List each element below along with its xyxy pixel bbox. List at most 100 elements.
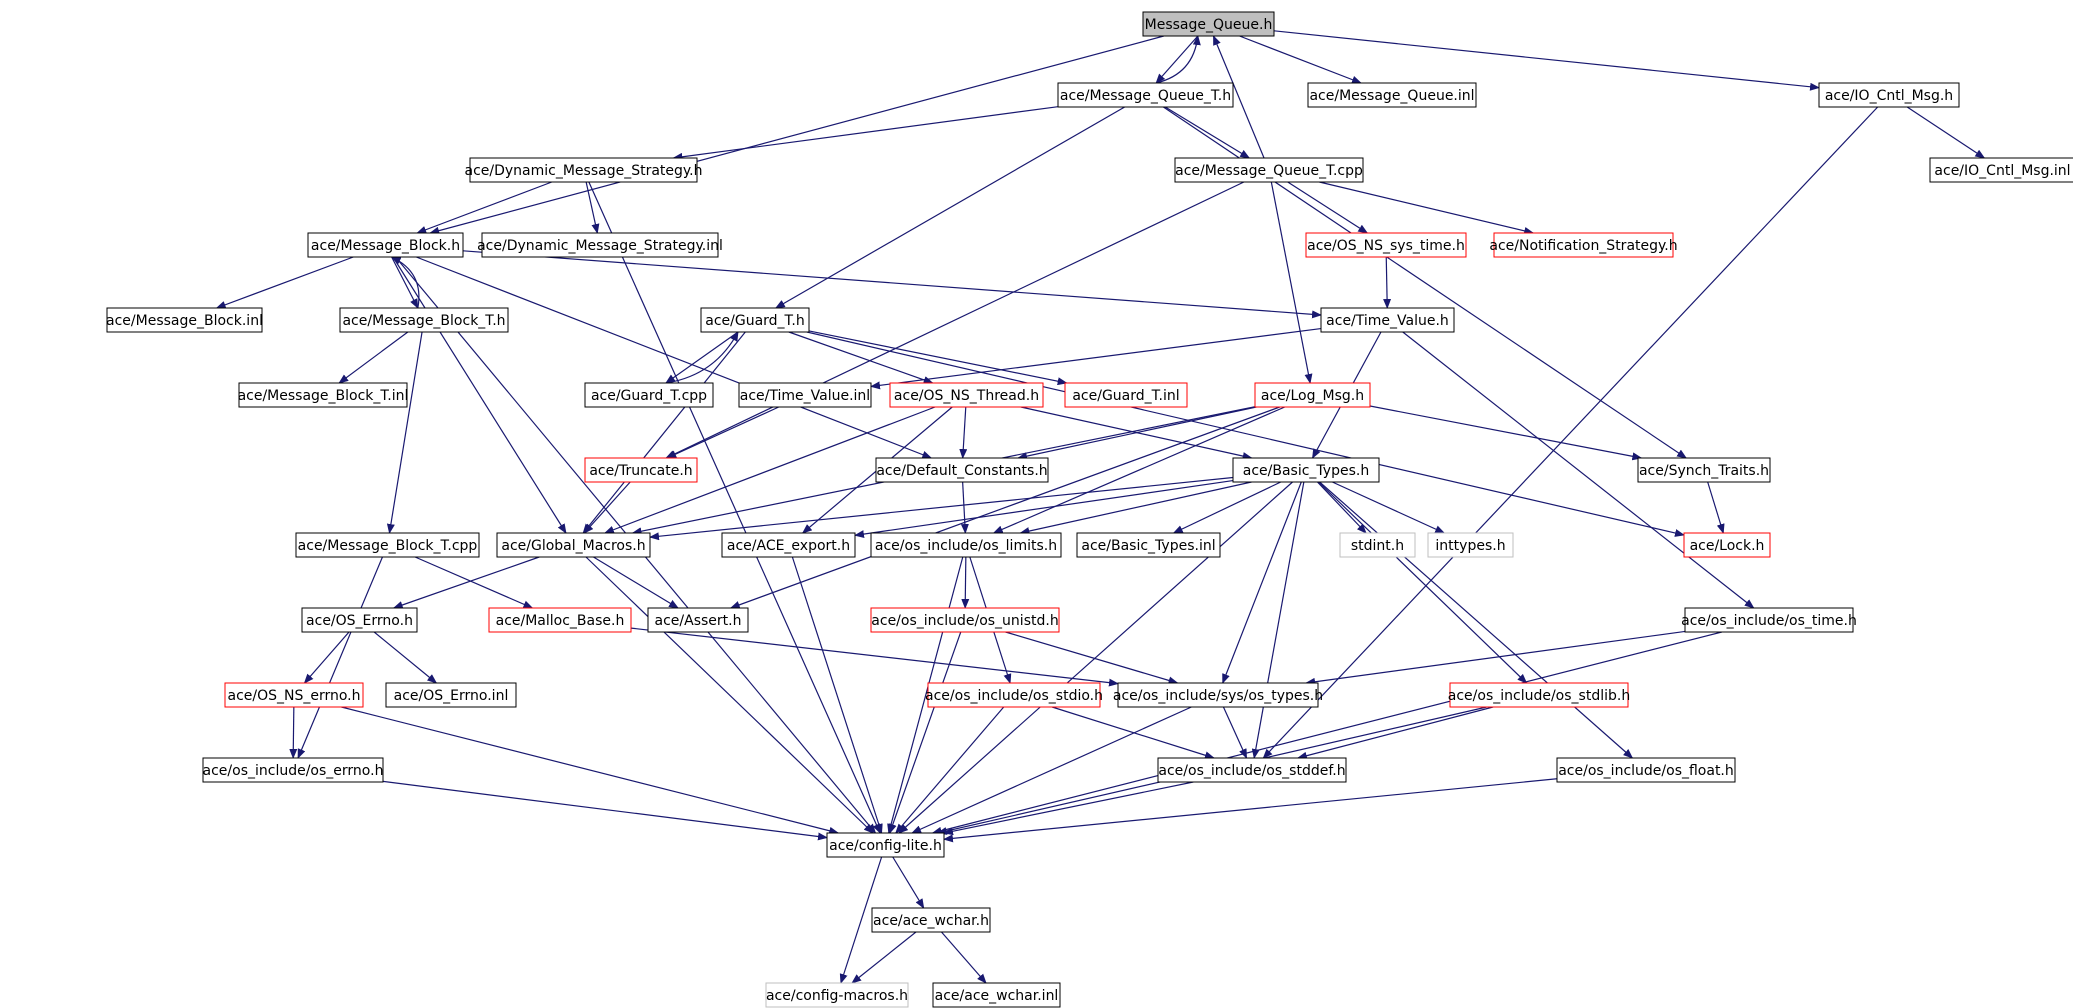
node-osnse-h[interactable]: ace/OS_NS_errno.h bbox=[224, 682, 364, 708]
node-box bbox=[1449, 682, 1629, 708]
edge-mb_h-to-tv_h bbox=[462, 250, 1322, 319]
node-label: ace/os_include/os_stdio.h bbox=[925, 688, 1103, 704]
node-ose-h[interactable]: ace/OS_Errno.h bbox=[301, 607, 418, 633]
node-box bbox=[238, 382, 408, 408]
node-gt-h[interactable]: ace/Guard_T.h bbox=[700, 307, 810, 333]
node-osstddef-h[interactable]: ace/os_include/os_stddef.h bbox=[1157, 757, 1347, 783]
node-mb-h[interactable]: ace/Message_Block.h bbox=[307, 232, 464, 258]
node-gm-h[interactable]: ace/Global_Macros.h bbox=[496, 532, 651, 558]
node-bt-inl[interactable]: ace/Basic_Types.inl bbox=[1076, 532, 1221, 558]
edge-mqt_h-to-mqt_cpp bbox=[1164, 106, 1251, 159]
node-dc-h[interactable]: ace/Default_Constants.h bbox=[875, 457, 1049, 483]
node-label: ace/Synch_Traits.h bbox=[1639, 463, 1769, 479]
node-inttypes-h[interactable]: inttypes.h bbox=[1427, 532, 1514, 558]
node-gt-cpp[interactable]: ace/Guard_T.cpp bbox=[584, 382, 714, 408]
node-mb-inl[interactable]: ace/Message_Block.inl bbox=[106, 307, 263, 333]
edge-osnst_h-to-tv_h bbox=[1383, 256, 1392, 309]
node-dms-inl[interactable]: ace/Dynamic_Message_Strategy.inl bbox=[477, 232, 723, 258]
node-ost-h[interactable]: ace/os_include/os_time.h bbox=[1681, 607, 1857, 633]
node-st-h[interactable]: ace/Synch_Traits.h bbox=[1637, 457, 1771, 483]
edge-cl_h-to-wchar_h bbox=[892, 856, 925, 909]
edge-bt_h-to-osstdlib_h bbox=[1318, 481, 1528, 684]
node-label: ace/OS_NS_sys_time.h bbox=[1307, 238, 1465, 254]
node-label: ace/Basic_Types.inl bbox=[1081, 538, 1215, 554]
node-wchar-h[interactable]: ace/ace_wchar.h bbox=[871, 907, 991, 933]
node-label: ace/Guard_T.h bbox=[705, 313, 805, 329]
node-label: ace/os_include/os_unistd.h bbox=[871, 613, 1058, 629]
node-box bbox=[1157, 757, 1347, 783]
node-cm-h[interactable]: ace/config-macros.h bbox=[765, 982, 909, 1008]
node-iocm-h[interactable]: ace/IO_Cntl_Msg.h bbox=[1818, 82, 1960, 108]
node-gt-inl[interactable]: ace/Guard_T.inl bbox=[1064, 382, 1188, 408]
node-osfloat-h[interactable]: ace/os_include/os_float.h bbox=[1556, 757, 1736, 783]
node-label: ace/Dynamic_Message_Strategy.h bbox=[464, 163, 702, 179]
node-mq-inl[interactable]: ace/Message_Queue.inl bbox=[1307, 82, 1477, 108]
node-box bbox=[339, 307, 509, 333]
node-box bbox=[875, 457, 1049, 483]
edge-trunc_h-to-gm_h bbox=[583, 481, 631, 534]
edge-mbt_h-to-mb_h bbox=[390, 256, 420, 309]
edge-mb_h-to-mbt_h bbox=[391, 256, 419, 309]
node-box bbox=[1684, 607, 1854, 633]
node-label: ace/Guard_T.cpp bbox=[591, 388, 707, 404]
edge-osnsthr_h-to-dc_h bbox=[959, 406, 968, 459]
node-tv-inl[interactable]: ace/Time_Value.inl bbox=[738, 382, 872, 408]
node-mqt-cpp[interactable]: ace/Message_Queue_T.cpp bbox=[1174, 157, 1364, 183]
node-bt-h[interactable]: ace/Basic_Types.h bbox=[1232, 457, 1380, 483]
node-malloc-h[interactable]: ace/Malloc_Base.h bbox=[488, 607, 632, 633]
node-osnsthr-h[interactable]: ace/OS_NS_Thread.h bbox=[889, 382, 1044, 408]
node-osu-h[interactable]: ace/os_include/os_unistd.h bbox=[870, 607, 1060, 633]
node-oserrno-h[interactable]: ace/os_include/os_errno.h bbox=[202, 757, 384, 783]
node-label: ace/Assert.h bbox=[655, 613, 742, 629]
node-trunc-h[interactable]: ace/Truncate.h bbox=[584, 457, 698, 483]
edge-bt_h-to-cl_h bbox=[898, 481, 1293, 834]
edge-mb_h-to-mb_inl bbox=[215, 256, 354, 309]
node-box bbox=[106, 307, 263, 333]
node-box bbox=[870, 532, 1062, 558]
node-wchar-inl[interactable]: ace/ace_wchar.inl bbox=[932, 982, 1061, 1008]
node-mqt-h[interactable]: ace/Message_Queue_T.h bbox=[1057, 82, 1234, 108]
edge-tv_inl-to-trunc_h bbox=[666, 406, 780, 459]
node-lm-h[interactable]: ace/Log_Msg.h bbox=[1254, 382, 1371, 408]
edge-ose_h-to-osnse_h bbox=[303, 631, 350, 684]
node-cl-h[interactable]: ace/config-lite.h bbox=[826, 832, 945, 858]
node-box bbox=[870, 607, 1060, 633]
edge-mbt_h-to-mbt_inl bbox=[338, 331, 409, 384]
edge-osfloat_h-to-cl_h bbox=[943, 778, 1558, 843]
node-iocm-inl[interactable]: ace/IO_Cntl_Msg.inl bbox=[1929, 157, 2073, 183]
node-box bbox=[1254, 382, 1371, 408]
node-box bbox=[469, 157, 698, 183]
node-ose-inl[interactable]: ace/OS_Errno.inl bbox=[385, 682, 517, 708]
node-osnst-h[interactable]: ace/OS_NS_sys_time.h bbox=[1305, 232, 1467, 258]
node-box bbox=[496, 532, 651, 558]
node-assert-h[interactable]: ace/Assert.h bbox=[647, 607, 749, 633]
node-label: ace/config-macros.h bbox=[766, 988, 908, 1004]
node-tv-h[interactable]: ace/Time_Value.h bbox=[1320, 307, 1455, 333]
node-lock-h[interactable]: ace/Lock.h bbox=[1683, 532, 1771, 558]
node-stdint-h[interactable]: stdint.h bbox=[1339, 532, 1416, 558]
node-aexp-h[interactable]: ace/ACE_export.h bbox=[721, 532, 856, 558]
edge-mbt_cpp-to-malloc_h bbox=[414, 556, 534, 609]
node-ossys-h[interactable]: ace/os_include/sys/os_types.h bbox=[1113, 682, 1323, 708]
edge-gt_h-to-gm_h bbox=[582, 331, 746, 534]
node-osstdlib-h[interactable]: ace/os_include/os_stdlib.h bbox=[1448, 682, 1630, 708]
edge-dms_h-to-mb_h bbox=[416, 181, 553, 234]
node-box bbox=[1427, 532, 1514, 558]
edge-malloc_h-to-ossys_h bbox=[630, 627, 1119, 687]
node-box bbox=[1174, 157, 1364, 183]
node-mbt-h[interactable]: ace/Message_Block_T.h bbox=[339, 307, 509, 333]
node-label: ace/config-lite.h bbox=[829, 838, 942, 854]
node-box bbox=[1064, 382, 1188, 408]
node-mbt-cpp[interactable]: ace/Message_Block_T.cpp bbox=[295, 532, 480, 558]
node-label: ace/Message_Block.h bbox=[311, 238, 460, 254]
node-mbt-inl[interactable]: ace/Message_Block_T.inl bbox=[238, 382, 409, 408]
node-ns-h[interactable]: ace/Notification_Strategy.h bbox=[1489, 232, 1678, 258]
node-dms-h[interactable]: ace/Dynamic_Message_Strategy.h bbox=[464, 157, 703, 183]
node-osl-h[interactable]: ace/os_include/os_limits.h bbox=[870, 532, 1062, 558]
node-osstdio-h[interactable]: ace/os_include/os_stdio.h bbox=[925, 682, 1103, 708]
edge-lm_h-to-dc_h bbox=[1017, 406, 1257, 461]
edge-gm_h-to-ose_h bbox=[392, 556, 540, 609]
edge-gt_h-to-gt_cpp bbox=[665, 331, 739, 384]
edge-tv_h-to-ost_h bbox=[1402, 331, 1755, 609]
